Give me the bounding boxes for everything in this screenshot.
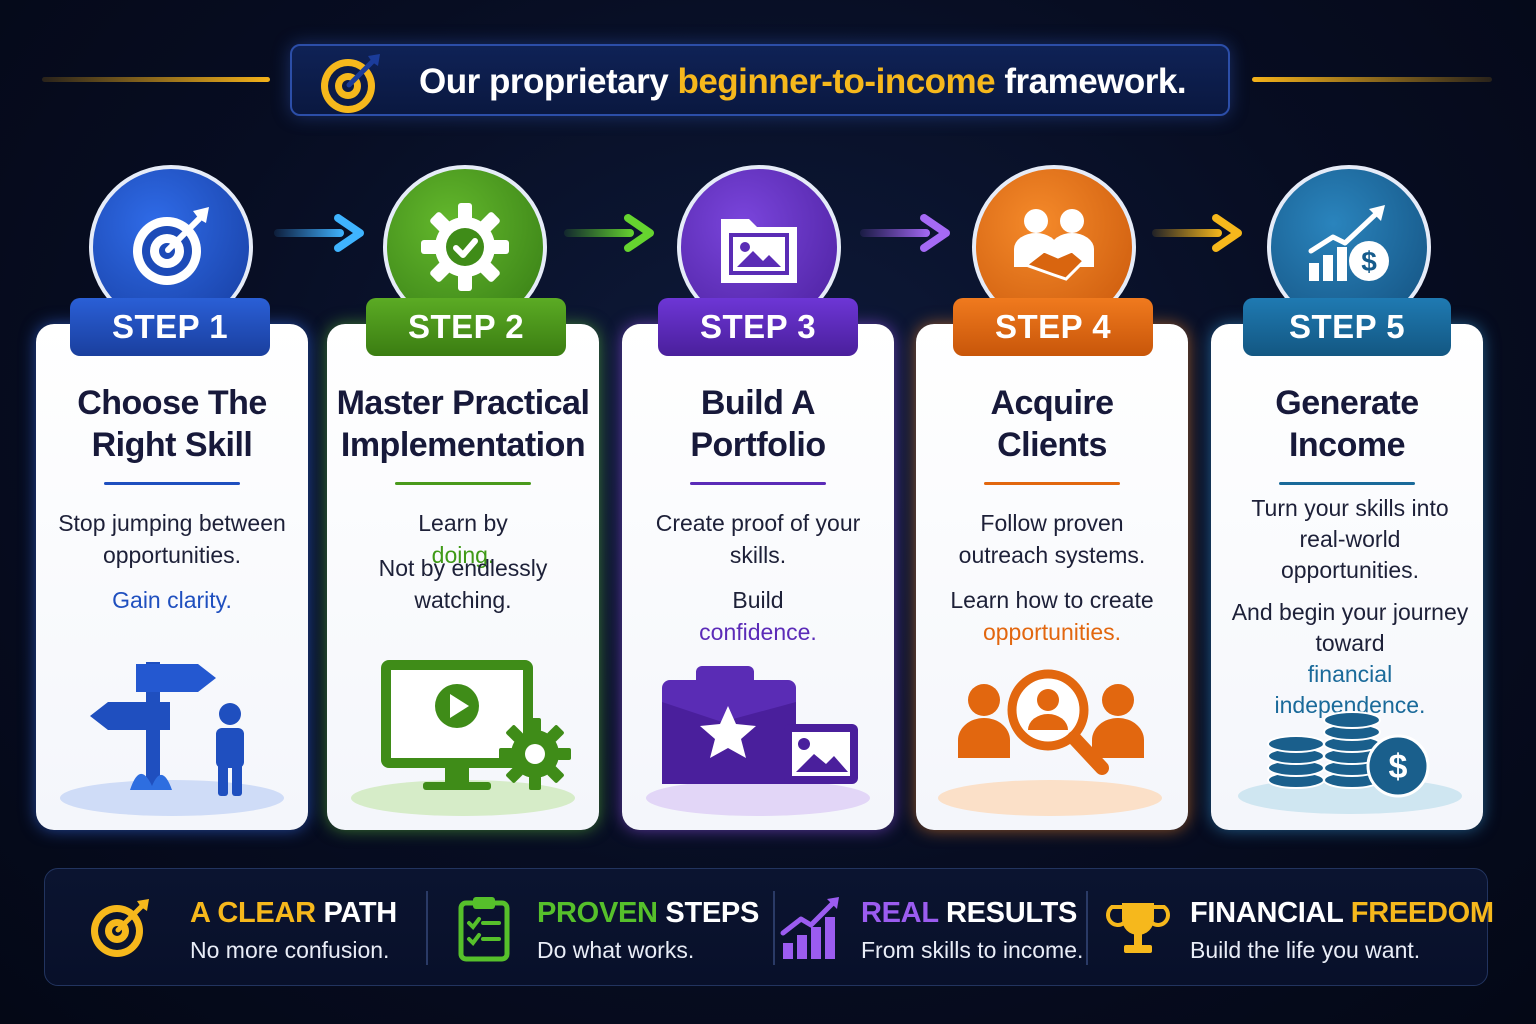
target-arrow-icon: [321, 54, 380, 113]
title-divider: [395, 482, 531, 485]
step-highlight: Gain clarity.: [112, 587, 232, 613]
trophy-icon: [1106, 903, 1170, 953]
step-description-2: Build confidence.: [699, 587, 817, 645]
header-decorative-line-right: [1252, 77, 1492, 82]
growth-chart-dollar-icon: $: [1308, 205, 1389, 281]
benefit-title: FINANCIAL FREEDOM: [1190, 897, 1494, 929]
benefit-subtitle: No more confusion.: [190, 937, 390, 963]
folder-image-icon: [721, 219, 797, 283]
arrow-icon: [274, 214, 364, 252]
arrow-icon: [860, 214, 950, 252]
page-title: Our proprietary beginner-to-income frame…: [419, 62, 1187, 101]
benefit-title: A CLEAR PATH: [190, 897, 397, 929]
signpost-person-icon: [60, 662, 284, 816]
benefit-subtitle: Do what works.: [537, 937, 695, 963]
benefit-subtitle: From skills to income.: [861, 937, 1084, 963]
monitor-play-gear-icon: [351, 660, 575, 816]
portfolio-star-image-icon: [646, 666, 870, 816]
benefits-bar: A CLEAR PATH No more confusion. PROVEN S…: [44, 868, 1494, 986]
step-badge: STEP 3: [658, 298, 858, 356]
title-divider: [1279, 482, 1415, 485]
target-icon: [133, 207, 209, 285]
step-badge: STEP 2: [366, 298, 566, 356]
divider: [773, 891, 775, 965]
people-magnifier-icon: [938, 669, 1162, 816]
svg-text:$: $: [1389, 748, 1408, 786]
clipboard-checklist-icon: [458, 897, 510, 962]
bar-chart-arrow-icon: [780, 897, 839, 959]
target-arrow-icon: [91, 899, 149, 957]
header-banner: Our proprietary beginner-to-income frame…: [290, 44, 1230, 116]
step-badge: STEP 1: [70, 298, 270, 356]
divider: [426, 891, 428, 965]
svg-text:$: $: [1361, 246, 1377, 277]
arrow-icon: [564, 214, 654, 252]
title-divider: [690, 482, 826, 485]
step-badge: STEP 5: [1243, 298, 1451, 356]
step-badge: STEP 4: [953, 298, 1153, 356]
header-decorative-line-left: [42, 77, 270, 82]
step-description: Learn by doing.: [418, 510, 508, 568]
benefit-subtitle: Build the life you want.: [1190, 937, 1421, 963]
title-divider: [104, 482, 240, 485]
benefit-title: PROVEN STEPS: [537, 897, 760, 929]
divider: [1086, 891, 1088, 965]
arrow-icon: [1152, 214, 1242, 252]
coin-stacks-dollar-icon: $: [1238, 711, 1462, 814]
step-card-1: [36, 324, 308, 830]
handshake-people-icon: [1014, 209, 1094, 281]
gear-check-icon: [421, 203, 509, 291]
benefit-title: REAL RESULTS: [861, 897, 1078, 929]
title-divider: [984, 482, 1120, 485]
